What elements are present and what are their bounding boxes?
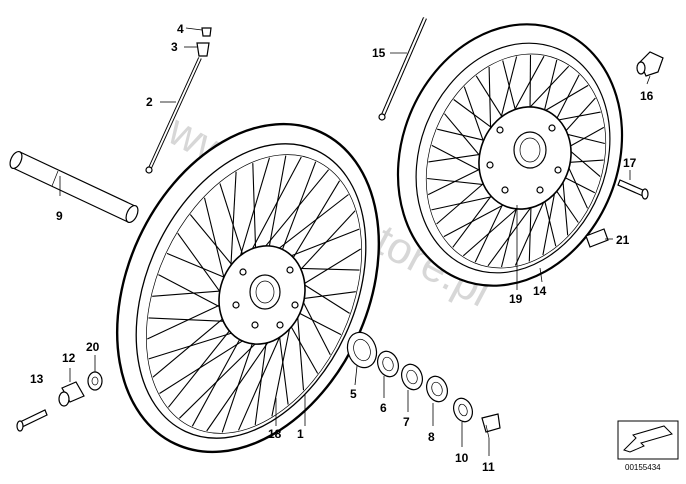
callout-16: 16	[640, 89, 654, 103]
bearing-5	[346, 331, 378, 369]
spoke-line	[191, 325, 248, 427]
spoke-line	[277, 324, 289, 405]
callout-13: 13	[30, 372, 44, 386]
plug-12	[58, 381, 85, 407]
hub-18	[218, 245, 306, 345]
callout-18: 18	[268, 427, 282, 441]
callout-19: 19	[509, 292, 523, 306]
spoke-line	[166, 252, 232, 281]
spoke-15	[378, 17, 427, 121]
callout-5: 5	[350, 387, 357, 401]
callout-2: 2	[146, 95, 153, 109]
front-wheel	[115, 122, 381, 454]
nipple-3	[196, 42, 210, 57]
reference-box: 00155434	[617, 420, 679, 472]
spoke-line	[252, 163, 257, 262]
callout-11: 11	[482, 460, 495, 474]
cap-16	[636, 51, 664, 77]
callout-17: 17	[623, 156, 637, 170]
axle-9	[9, 150, 139, 224]
callout-9: 9	[56, 209, 63, 223]
spoke-line	[221, 328, 258, 433]
leader-lines	[59, 27, 651, 456]
spoke-2	[145, 57, 202, 174]
reference-number: 00155434	[625, 463, 661, 472]
direction-arrow-icon	[623, 425, 673, 453]
callout-20: 20	[86, 340, 100, 354]
ring-20	[87, 371, 103, 391]
rear-wheel	[396, 23, 624, 287]
spoke-line	[276, 161, 317, 265]
callout-12: 12	[62, 351, 76, 365]
spoke-line	[152, 310, 233, 378]
washer-7	[401, 363, 423, 391]
screw-13	[16, 409, 48, 432]
spoke-line	[152, 289, 229, 297]
callout-4: 4	[177, 22, 184, 36]
sleeve-10	[452, 397, 474, 423]
callout-8: 8	[428, 430, 435, 444]
spoke-line	[285, 180, 341, 271]
spoke-line	[295, 291, 356, 301]
spacer-6	[377, 350, 399, 378]
callout-labels: 1 2 3 4 5 6 7 8 9 10 11 12 13 14 15 16 1…	[30, 22, 654, 474]
callout-15: 15	[372, 46, 386, 60]
callout-1: 1	[297, 427, 304, 441]
spoke-line	[291, 210, 356, 280]
bolt-11	[481, 413, 501, 439]
callout-6: 6	[380, 401, 387, 415]
callout-10: 10	[455, 451, 469, 465]
screw-17	[617, 179, 649, 200]
hub-19	[478, 106, 572, 210]
clip-21	[585, 228, 609, 248]
callout-7: 7	[403, 415, 410, 429]
spoke-line	[292, 309, 342, 336]
callout-14: 14	[533, 284, 547, 298]
spoke-line	[189, 214, 238, 272]
seal-8	[426, 375, 448, 403]
callout-3: 3	[171, 40, 178, 54]
nut-4	[201, 27, 212, 37]
spoke-line	[266, 155, 287, 262]
callout-21: 21	[616, 233, 630, 247]
